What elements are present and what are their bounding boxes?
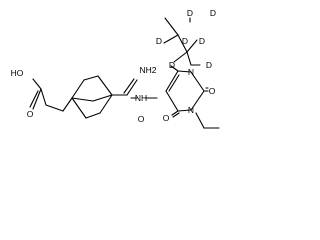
hydroxyl-label: HO	[11, 68, 24, 78]
amino-label: NH2	[139, 65, 156, 75]
deuterium-label: D	[169, 60, 175, 70]
deuterium-label: D	[156, 36, 162, 46]
deuterated-propyl-bonds	[163, 17, 201, 66]
amide-bonds	[111, 78, 158, 99]
pyrimidine-ring-bonds	[165, 65, 220, 129]
deuterium-label: D	[199, 36, 205, 46]
deuterium-label: D	[210, 8, 216, 18]
carbonyl-oxygen-label: O	[163, 113, 170, 123]
propanoic-acid-bonds	[29, 78, 73, 112]
amide-oxygen-label: O	[138, 114, 145, 124]
deuterium-label: D	[182, 36, 188, 46]
n3-label: N	[188, 105, 194, 115]
carbonyl-oxygen-label: O	[209, 86, 216, 96]
acid-oxygen-label: O	[27, 109, 34, 119]
bicyclooctane-bonds	[71, 75, 113, 119]
n1-label: N	[188, 67, 194, 77]
deuterium-label: D	[187, 8, 193, 18]
nh-label: NH	[135, 93, 147, 103]
deuterium-label: D	[206, 60, 212, 70]
chemical-structure: D D D D D D D NH2 NH N N O O O HO O	[11, 8, 220, 129]
